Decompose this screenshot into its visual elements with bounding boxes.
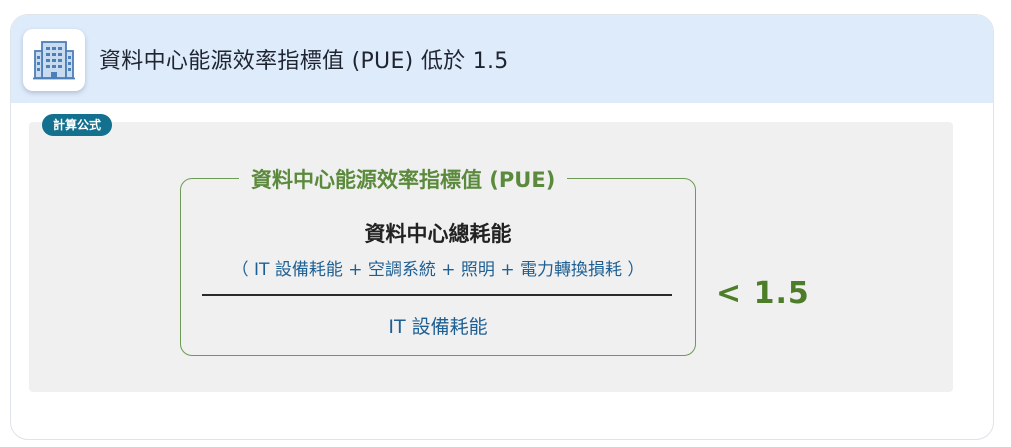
numerator-main: 資料中心總耗能 [364, 222, 512, 246]
numerator-detail: （ IT 設備耗能 + 空調系統 + 照明 + 電力轉換損耗 ） [231, 260, 645, 280]
formula-tag: 計算公式 [42, 114, 113, 136]
card-title: 資料中心能源效率指標值 (PUE) 低於 1.5 [99, 49, 509, 74]
denominator: IT 設備耗能 [388, 316, 488, 338]
threshold-value: < 1.5 [716, 276, 810, 311]
formula-title: 資料中心能源效率指標值 (PUE) [239, 164, 568, 194]
card-header: 資料中心能源效率指標值 (PUE) 低於 1.5 [11, 15, 993, 103]
building-icon [23, 29, 85, 91]
fraction-line [202, 294, 672, 296]
